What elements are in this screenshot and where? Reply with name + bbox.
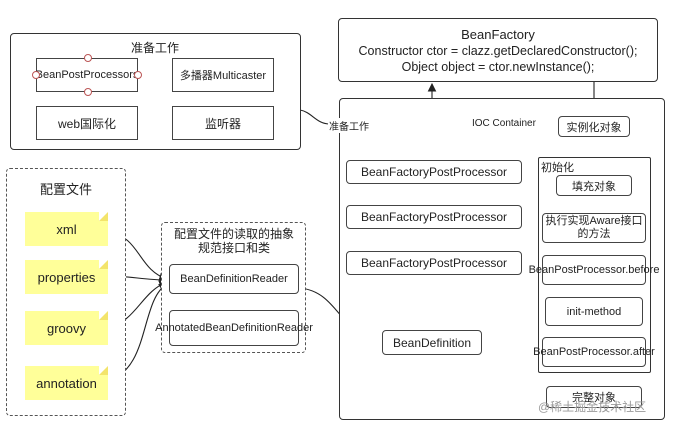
bean-factory-post-processor-3: BeanFactoryPostProcessor (346, 251, 522, 275)
init-step-fill: 填充对象 (556, 175, 632, 196)
bean-factory-constructor-line: Constructor ctor = clazz.getDeclaredCons… (358, 44, 638, 58)
selection-handle (32, 71, 40, 79)
bean-definition-box: BeanDefinition (382, 330, 482, 355)
init-step-aware: 执行实现Aware接口的方法 (542, 213, 646, 243)
prep-item-bean-post-processors: BeanPostProcessors (36, 58, 138, 92)
init-step-post-processor-after: BeanPostProcessor.after (533, 337, 655, 367)
bean-factory-instance-line: Object object = ctor.newInstance(); (401, 60, 595, 74)
init-title: 初始化 (541, 162, 574, 174)
bean-factory-box: BeanFactory Constructor ctor = clazz.get… (338, 18, 658, 82)
selection-handle (84, 88, 92, 96)
bean-factory-post-processor-1: BeanFactoryPostProcessor (346, 160, 522, 184)
reader-item-bean-definition-reader: BeanDefinitionReader (169, 264, 299, 294)
config-title: 配置文件 (40, 182, 93, 197)
reader-title: 配置文件的读取的抽象规范接口和类 (173, 227, 294, 255)
config-note-xml: xml (25, 212, 108, 246)
init-step-post-processor-before: BeanPostProcessor.before (529, 255, 659, 285)
init-step-init-method: init-method (545, 297, 643, 326)
selection-handle (84, 54, 92, 62)
selection-handle (134, 71, 142, 79)
config-note-properties: properties (25, 260, 108, 294)
instantiate-box: 实例化对象 (558, 116, 630, 137)
ioc-prep-label: 准备工作 (328, 118, 370, 133)
prep-item-multicaster: 多播器Multicaster (172, 58, 274, 92)
prep-item-listener: 监听器 (172, 106, 274, 140)
ioc-title: IOC Container (472, 118, 536, 129)
bean-factory-post-processor-2: BeanFactoryPostProcessor (346, 205, 522, 229)
prep-title: 准备工作 (131, 41, 180, 55)
config-note-groovy: groovy (25, 311, 108, 345)
prep-item-web-i18n: web国际化 (36, 106, 138, 140)
bean-factory-title: BeanFactory (461, 27, 535, 42)
watermark: @稀土掘金技术社区 (538, 400, 647, 414)
config-note-annotation: annotation (25, 366, 108, 400)
complete-object-box: 完整对象 (546, 386, 642, 408)
reader-item-annotated-reader: AnnotatedBeanDefinitionReader (155, 310, 313, 346)
